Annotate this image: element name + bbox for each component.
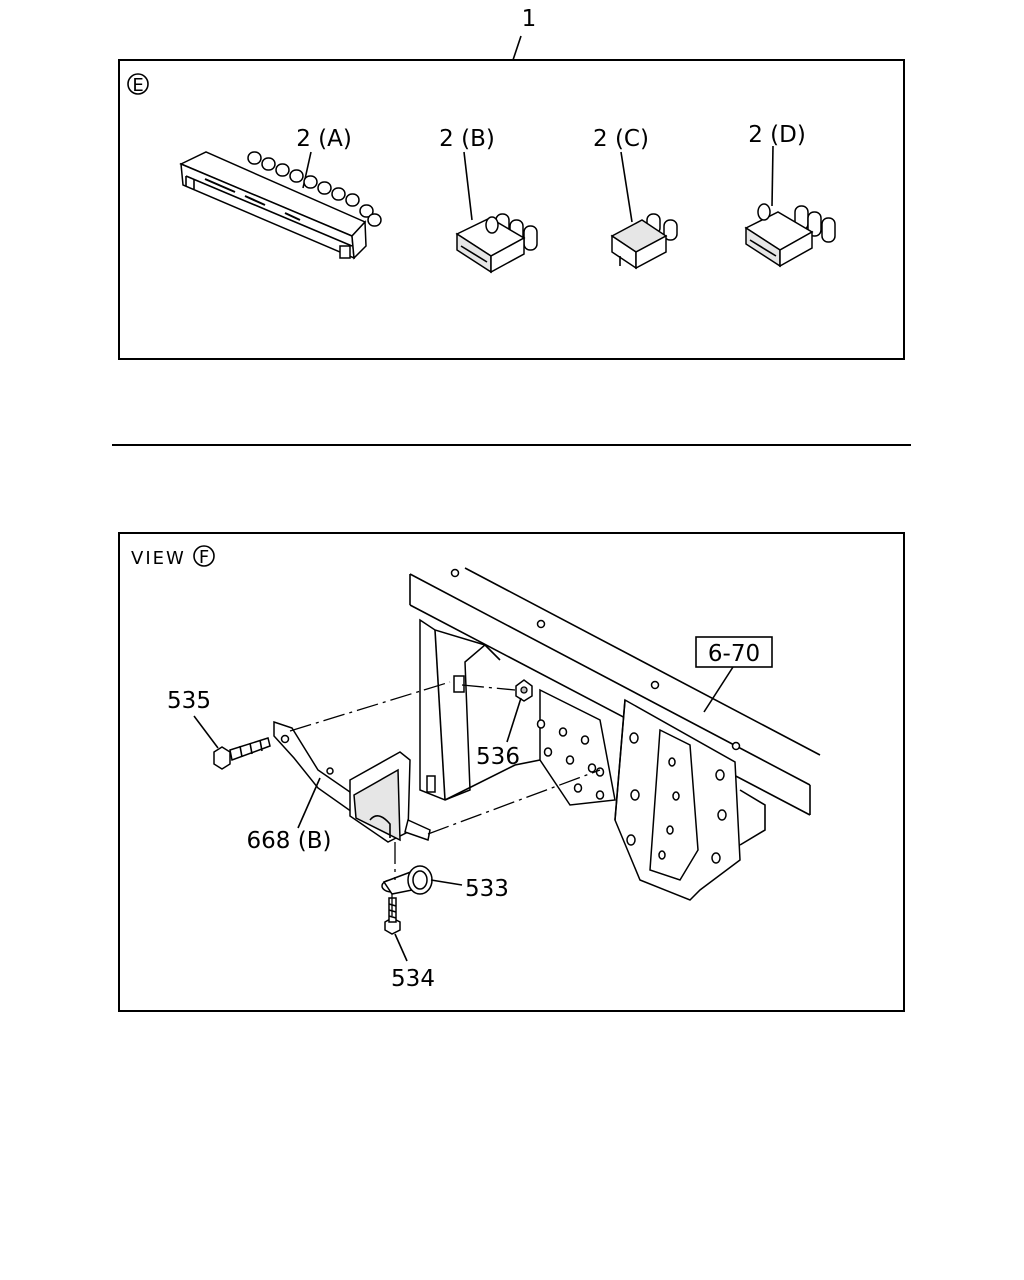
panel-f-frame	[118, 532, 905, 1012]
bracket-668b	[273, 720, 431, 843]
assembly-lines	[289, 681, 601, 916]
panel-f-title: VIEW F	[131, 545, 215, 569]
label-2b: 2 (B)	[439, 126, 495, 152]
panel-e-frame	[118, 59, 905, 360]
label-2d: 2 (D)	[748, 122, 806, 148]
leader-part-1	[512, 35, 522, 61]
svg-text:6-70: 6-70	[708, 641, 760, 667]
panel-e-marker: E	[127, 73, 149, 96]
bolt-535	[213, 737, 271, 770]
crossmember-plates	[444, 688, 766, 901]
fuse-2c	[610, 151, 678, 270]
label-533: 533	[465, 876, 509, 902]
hanger-bracket	[419, 618, 501, 801]
label-2c: 2 (C)	[593, 126, 649, 152]
svg-text:VIEW: VIEW	[131, 548, 186, 569]
svg-text:E: E	[132, 75, 143, 96]
svg-text:F: F	[199, 547, 209, 568]
frame-rail	[409, 567, 821, 816]
label-668b: 668 (B)	[247, 828, 332, 854]
label-536: 536	[476, 744, 520, 770]
part-number-1: 1	[522, 6, 537, 32]
label-534: 534	[391, 966, 435, 992]
fuse-strip-2a	[179, 151, 382, 260]
ref-box-6-70: 6-70	[695, 636, 773, 713]
fuse-2b	[455, 151, 538, 274]
label-535: 535	[167, 688, 211, 714]
clip-533	[381, 865, 433, 895]
fuse-2d	[744, 145, 836, 268]
label-2a: 2 (A)	[296, 126, 352, 152]
nut-536	[515, 679, 533, 702]
